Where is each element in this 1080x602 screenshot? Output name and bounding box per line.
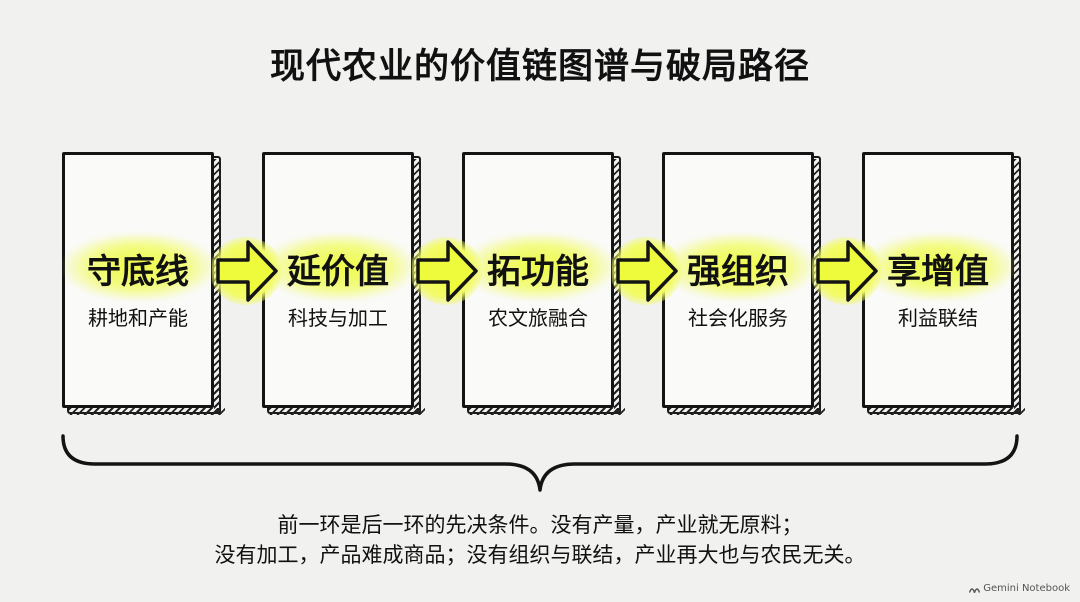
stage-2-title: 延价值 [287,252,389,292]
stage-1-highlight [64,234,214,300]
stage-3: 拓功能 农文旅融合 [462,152,625,415]
stage-5-subtitle: 利益联结 [898,306,978,330]
arrow-right-icon [612,237,682,305]
stage-1-title: 守底线 [87,252,189,292]
stage-3-subtitle: 农文旅融合 [488,306,588,330]
diagram-title: 现代农业的价值链图谱与破局路径 [269,47,810,87]
stage-2-highlight [264,234,414,300]
stage-4-title: 强组织 [687,252,789,292]
summary-line-2: 没有加工，产品难成商品；没有组织与联结，产业再大也与农民无关。 [214,543,866,567]
stage-1: 守底线 耕地和产能 [62,152,225,415]
watermark: Gemini Notebook [969,583,1070,594]
arrow-right-icon [212,237,282,305]
curly-brace [61,434,1019,492]
arrow-right-icon [412,237,482,305]
stage-4-highlight [664,234,814,300]
stage-5: 享增值 利益联结 [862,152,1025,415]
arrow-right-icon [812,237,882,305]
stage-5-title: 享增值 [887,252,989,292]
summary-text: 前一环是后一环的先决条件。没有产量，产业就无原料； 没有加工，产品难成商品；没有… [0,510,1080,570]
stage-4-subtitle: 社会化服务 [688,306,788,330]
notebook-logo-icon [969,587,981,593]
stage-3-title: 拓功能 [487,252,589,292]
stage-5-highlight [864,234,1014,300]
stage-1-subtitle: 耕地和产能 [88,306,188,330]
stage-2: 延价值 科技与加工 [262,152,425,415]
stage-4: 强组织 社会化服务 [662,152,825,415]
summary-line-1: 前一环是后一环的先决条件。没有产量，产业就无原料； [277,513,803,537]
stage-2-subtitle: 科技与加工 [288,306,388,330]
watermark-text: Gemini Notebook [983,583,1070,594]
stage-3-highlight [464,234,614,300]
